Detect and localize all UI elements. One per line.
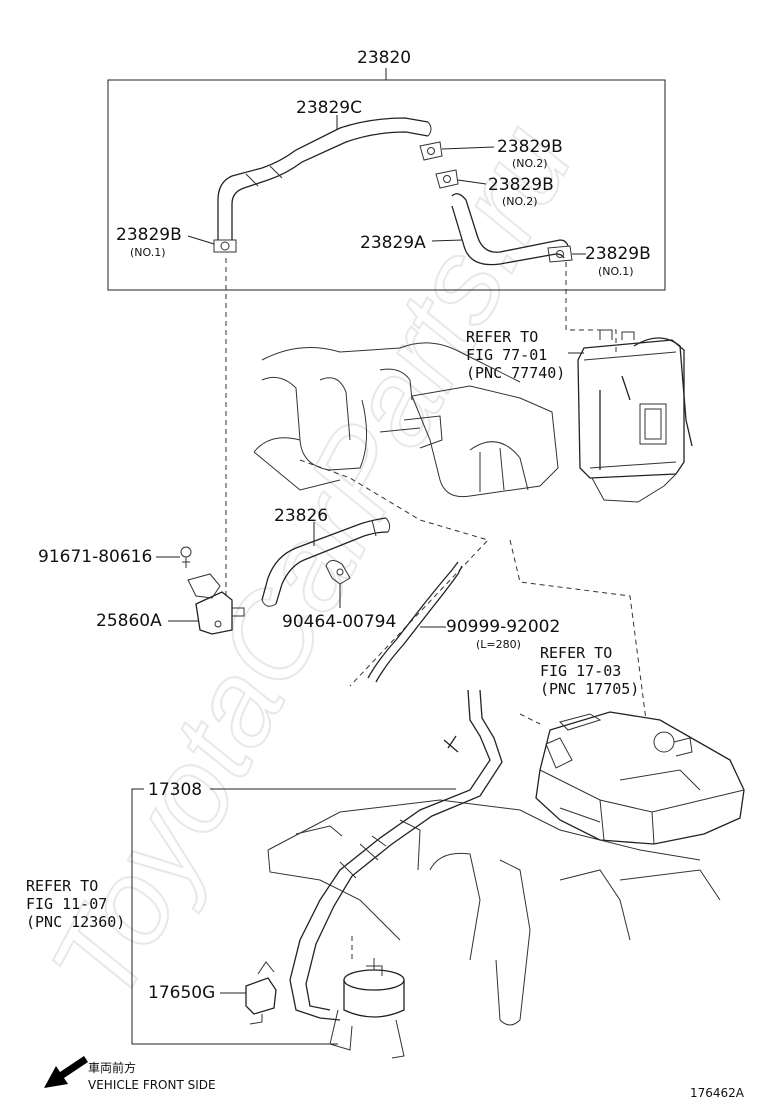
- engine-mount: [329, 936, 405, 1059]
- part-sub-90999-92002: (L=280): [476, 638, 521, 651]
- part-sub-23829B-no2-b: (NO.2): [502, 195, 538, 208]
- ref-17-line2[interactable]: FIG 17-03: [540, 662, 621, 680]
- clamp-90464-00794[interactable]: [325, 560, 351, 585]
- part-label-23829B-no2-a[interactable]: 23829B: [497, 137, 563, 157]
- part-label-90999-92002[interactable]: 90999-92002: [446, 617, 560, 637]
- dashed-leader-right: [565, 262, 617, 352]
- ref-11-line3[interactable]: (PNC 12360): [26, 913, 125, 931]
- hose-23829A[interactable]: [451, 193, 569, 266]
- part-label-25860A[interactable]: 25860A: [96, 611, 162, 631]
- hose-90999-92002[interactable]: [367, 561, 463, 683]
- ref-77-line3[interactable]: (PNC 77740): [466, 364, 565, 382]
- clip-23829B-no2-lower[interactable]: [435, 169, 459, 189]
- part-label-23829B-left[interactable]: 23829B: [116, 225, 182, 245]
- dashed-leader-tube: [519, 713, 541, 725]
- clip-23829B-no2-upper[interactable]: [419, 141, 443, 161]
- part-sub-23829B-no2-a: (NO.2): [512, 157, 548, 170]
- arrow-icon: [44, 1056, 88, 1088]
- hose-kit-box: [107, 68, 666, 291]
- vsv-25860A[interactable]: [187, 573, 245, 635]
- hose-23829C[interactable]: [217, 117, 432, 240]
- ref-77-line2[interactable]: FIG 77-01: [466, 346, 547, 364]
- air-cleaner[interactable]: [535, 711, 745, 845]
- ref-17-line1[interactable]: REFER TO: [540, 644, 612, 662]
- hose-23826[interactable]: [261, 517, 391, 607]
- part-label-23829C[interactable]: 23829C: [296, 98, 362, 118]
- intake-manifold-lower: [267, 799, 721, 1026]
- intake-manifold-upper: [253, 342, 559, 498]
- ref-11-line1[interactable]: REFER TO: [26, 877, 98, 895]
- ref-11-line2[interactable]: FIG 11-07: [26, 895, 107, 913]
- part-label-23820[interactable]: 23820: [357, 48, 411, 68]
- bolt-91671-80616[interactable]: [180, 546, 192, 568]
- charcoal-canister[interactable]: [577, 329, 693, 503]
- part-label-23826[interactable]: 23826: [274, 506, 328, 526]
- direction-label-jp: 車両前方: [88, 1060, 136, 1075]
- part-label-91671-80616[interactable]: 91671-80616: [38, 547, 152, 567]
- part-label-23829B-right[interactable]: 23829B: [585, 244, 651, 264]
- fuel-vapor-tubes-17308[interactable]: [289, 689, 503, 1021]
- figure-id: 176462A: [690, 1086, 745, 1100]
- ref-17-line3[interactable]: (PNC 17705): [540, 680, 639, 698]
- vehicle-front-direction: [44, 1056, 88, 1088]
- dashed-leader-manifold: [299, 459, 489, 687]
- part-sub-23829B-right: (NO.1): [598, 265, 634, 278]
- ref-77-line1[interactable]: REFER TO: [466, 328, 538, 346]
- clip-23829B-no1-left[interactable]: [213, 239, 237, 253]
- part-label-17650G[interactable]: 17650G: [148, 983, 215, 1003]
- part-sub-23829B-left: (NO.1): [130, 246, 166, 259]
- dashed-leader-aircleaner: [509, 539, 647, 721]
- direction-label-en: VEHICLE FRONT SIDE: [88, 1078, 216, 1092]
- part-label-17308[interactable]: 17308: [148, 780, 202, 800]
- reference-bracket: [131, 788, 338, 1045]
- clip-23829B-no1-right[interactable]: [547, 245, 573, 263]
- part-label-23829A[interactable]: 23829A: [360, 233, 426, 253]
- vsv-17650G[interactable]: [245, 961, 277, 1025]
- part-label-90464-00794[interactable]: 90464-00794: [282, 612, 396, 632]
- part-label-23829B-no2-b[interactable]: 23829B: [488, 175, 554, 195]
